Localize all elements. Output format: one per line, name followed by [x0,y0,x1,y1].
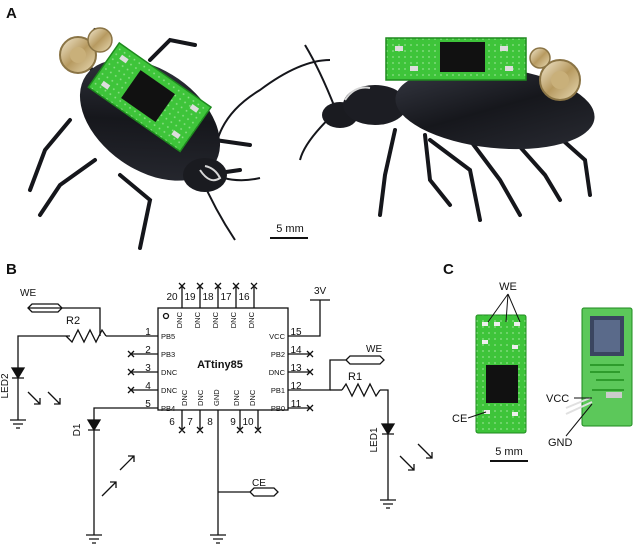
right-pin-stubs [288,350,314,412]
chip-label: ATtiny85 [197,359,243,371]
c-vcc-label: VCC [546,393,569,405]
svg-text:4: 4 [145,381,151,392]
top-pin-numbers: 20 19 18 17 16 [166,292,250,303]
svg-text:DNC: DNC [175,311,184,328]
d1-diode [86,419,102,432]
panel-c: C WE CE VCC GND [443,261,633,462]
bottom-pin-numbers: 6 7 8 9 10 [169,417,254,428]
svg-text:3: 3 [145,363,151,374]
svg-text:DNC: DNC [211,311,220,328]
panel-a: A [6,5,595,250]
svg-text:15: 15 [290,327,302,338]
svg-text:PB2: PB2 [271,350,285,359]
led1-label: LED1 [369,427,380,452]
svg-text:DNC: DNC [180,389,189,406]
we-pointer [487,293,521,323]
ce-pointer [467,411,487,419]
svg-text:DNC: DNC [269,368,286,377]
svg-text:PB0: PB0 [271,404,285,413]
svg-text:PB1: PB1 [271,386,285,395]
left-pin-numbers: 1 2 3 4 5 [145,327,151,410]
svg-text:DNC: DNC [161,386,178,395]
svg-text:3V: 3V [314,286,327,297]
svg-text:DNC: DNC [196,389,205,406]
svg-text:12: 12 [290,381,302,392]
svg-text:VCC: VCC [269,332,285,341]
svg-text:DNC: DNC [229,311,238,328]
scale-bar-c-label: 5 mm [495,446,523,458]
d1-branch: D1 [72,407,158,544]
scale-bar-c: 5 mm [490,446,528,462]
svg-text:19: 19 [184,292,196,303]
resistor-r1 [341,382,381,398]
panel-a-label: A [6,5,17,22]
svg-text:10: 10 [242,417,254,428]
c-we-label: WE [499,281,517,293]
svg-text:16: 16 [238,292,250,303]
left-pin-names: PB5 PB3 DNC DNC PB4 [161,332,178,413]
beetle-right-photo [299,37,595,222]
svg-text:11: 11 [291,399,302,410]
svg-text:PB4: PB4 [161,404,175,413]
svg-text:2: 2 [145,345,151,356]
svg-text:20: 20 [166,292,178,303]
svg-text:DNC: DNC [248,389,257,406]
top-pin-names: DNC DNC DNC DNC DNC [175,311,256,328]
svg-text:9: 9 [230,417,236,428]
gnd-pointer [565,403,593,437]
gnd-ce-branch: CE [210,410,279,544]
svg-text:PB5: PB5 [161,332,175,341]
svg-text:8: 8 [207,417,213,428]
led2-label: LED2 [0,373,11,398]
scale-bar-a: 5 mm [270,223,308,239]
scale-bar-a-label: 5 mm [276,223,304,235]
svg-text:1: 1 [145,327,151,338]
right-pin-numbers: 15 14 13 12 11 [290,327,302,410]
svg-text:DNC: DNC [247,311,256,328]
top-pin-stubs [178,282,258,308]
svg-text:7: 7 [187,417,193,428]
beetle-left-photo [28,27,331,250]
we-right-label: WE [366,344,382,355]
r1-branch: WE R1 LED1 [288,344,433,509]
svg-text:17: 17 [220,292,232,303]
svg-text:18: 18 [202,292,214,303]
led2-diode [10,367,26,380]
left-pin-stubs [127,350,158,394]
svg-text:GND: GND [212,389,221,406]
we-left-label: WE [20,288,36,299]
resistor-r2 [65,328,107,344]
panel-b-label: B [6,261,17,278]
r1-label: R1 [348,371,362,383]
svg-text:5: 5 [145,399,151,410]
c-ce-label: CE [452,413,467,425]
board-front-photo [475,314,527,434]
bottom-pin-stubs [178,410,262,434]
r2-branch: R2 LED2 WE [0,288,158,429]
panel-b: B ATtiny85 DNC DNC DNC DNC DNC DNC DNC G… [0,261,433,544]
svg-text:PB3: PB3 [161,350,175,359]
right-pin-names: VCC PB2 DNC PB1 PB0 [269,332,286,413]
svg-text:13: 13 [290,363,302,374]
r2-label: R2 [66,315,80,327]
ce-label: CE [252,478,266,489]
attiny85-chip [157,307,289,411]
svg-text:DNC: DNC [232,389,241,406]
bottom-pin-names: DNC DNC GND DNC DNC [180,389,257,406]
svg-text:DNC: DNC [193,311,202,328]
c-gnd-label: GND [548,437,573,449]
board-back-photo [565,307,633,427]
svg-text:DNC: DNC [161,368,178,377]
svg-text:14: 14 [290,345,302,356]
led1-diode [380,423,396,436]
d1-label: D1 [72,423,83,436]
svg-text:6: 6 [169,417,175,428]
vcc-supply: 3V [288,286,330,337]
panel-c-label: C [443,261,454,278]
